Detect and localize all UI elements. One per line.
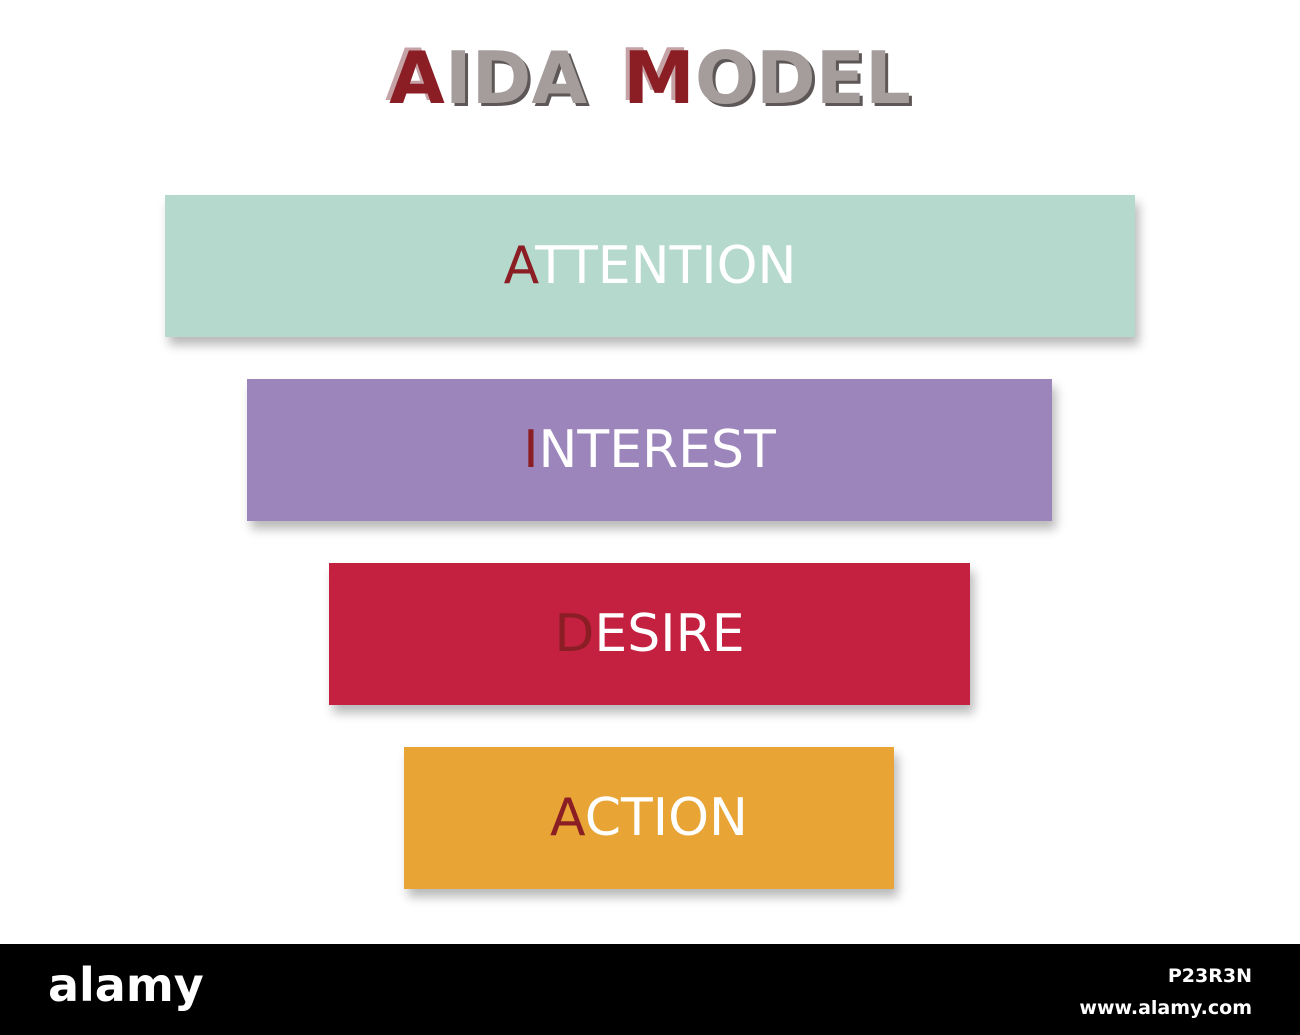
diagram-title: AIDA MODEL [0, 36, 1300, 120]
stage-rest: ESIRE [594, 604, 745, 664]
title-highlight-letter: A [389, 36, 445, 120]
title-highlight-letter: M [623, 36, 695, 120]
stage-label: ATTENTION [504, 236, 797, 296]
stage-rest: TTENTION [535, 236, 797, 296]
stage-initial: D [554, 604, 595, 664]
title-rest-letters: IDA [444, 36, 588, 120]
stage-label: INTEREST [523, 420, 776, 480]
stage-initial: A [550, 788, 585, 848]
site-url: www.alamy.com [1079, 997, 1252, 1019]
stage-initial: A [503, 236, 536, 296]
stage-action: ACTION [404, 747, 894, 889]
image-id: P23R3N [1167, 965, 1252, 987]
stage-label: ACTION [550, 788, 748, 848]
stage-interest: INTEREST [247, 379, 1052, 521]
watermark-footer: alamy P23R3N www.alamy.com [0, 944, 1300, 1035]
stage-initial: I [523, 420, 539, 480]
title-word-aida: AIDA [389, 36, 587, 120]
stage-rest: NTEREST [538, 420, 776, 480]
brand-logo: alamy [48, 958, 204, 1012]
title-word-model: MODEL [623, 36, 911, 120]
title-rest-letters: ODEL [694, 36, 911, 120]
stage-rest: CTION [584, 788, 748, 848]
stage-label: DESIRE [554, 604, 744, 664]
stock-info: P23R3N www.alamy.com [1079, 960, 1252, 1024]
stage-attention: ATTENTION [165, 195, 1135, 337]
stage-desire: DESIRE [329, 563, 970, 705]
